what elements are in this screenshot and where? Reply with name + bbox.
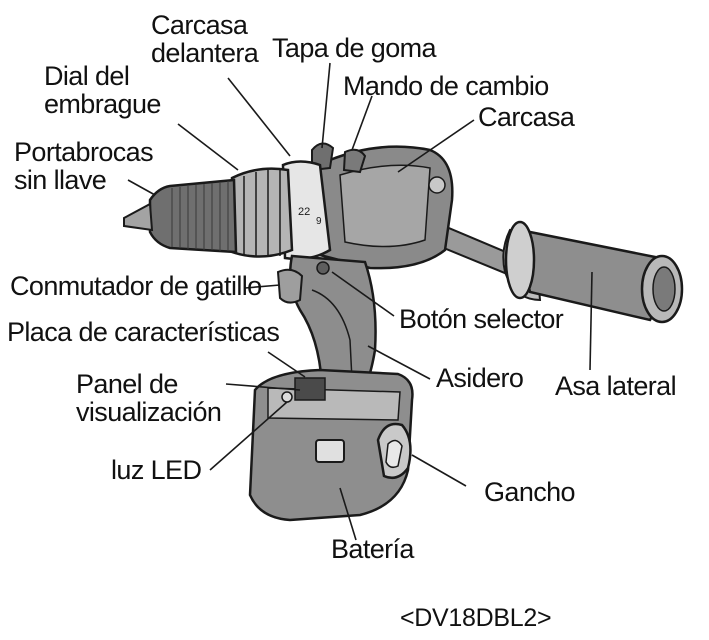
label-gancho: Gancho (484, 477, 576, 507)
label-portabrocas-line1: Portabrocas (14, 137, 154, 167)
label-carcasa: Carcasa (478, 102, 575, 132)
label-panel-line1: Panel de (76, 369, 178, 399)
model-number: <DV18DBL2> (400, 604, 552, 632)
label-mando-de-cambio: Mando de cambio (343, 71, 549, 101)
label-panel-de-visualizacion: Panel de visualización (76, 369, 222, 427)
battery-pack (248, 368, 414, 522)
svg-text:22: 22 (298, 206, 310, 218)
drill-body (302, 142, 454, 270)
label-portabrocas-sin-llave: Portabrocas sin llave (14, 137, 154, 195)
label-luz-led: luz LED (111, 455, 202, 485)
label-bateria: Batería (331, 534, 414, 564)
label-portabrocas-line2: sin llave (14, 165, 107, 195)
label-asidero: Asidero (436, 363, 524, 393)
label-placa-de-caracteristicas: Placa de características (7, 317, 280, 347)
keyless-chuck (123, 178, 238, 254)
label-conmutador-de-gatillo: Conmutador de gatillo (10, 271, 262, 301)
label-carcasa-delantera-line2: delantera (151, 38, 259, 68)
label-dial-del-embrague: Dial del embrague (44, 62, 161, 118)
label-carcasa-delantera-line1: Carcasa (151, 10, 248, 40)
label-dial-del-embrague-line2: embrague (44, 89, 161, 119)
label-panel-line2: visualización (76, 397, 222, 427)
clutch-and-front-housing: 22 9 (230, 160, 332, 261)
svg-text:9: 9 (316, 216, 322, 227)
label-dial-del-embrague-line1: Dial del (44, 61, 130, 91)
label-carcasa-delantera: Carcasa delantera (151, 10, 259, 68)
leader-lines (127, 62, 593, 541)
label-boton-selector: Botón selector (399, 304, 564, 334)
label-asa-lateral: Asa lateral (555, 371, 677, 401)
label-tapa-de-goma: Tapa de goma (272, 33, 437, 63)
